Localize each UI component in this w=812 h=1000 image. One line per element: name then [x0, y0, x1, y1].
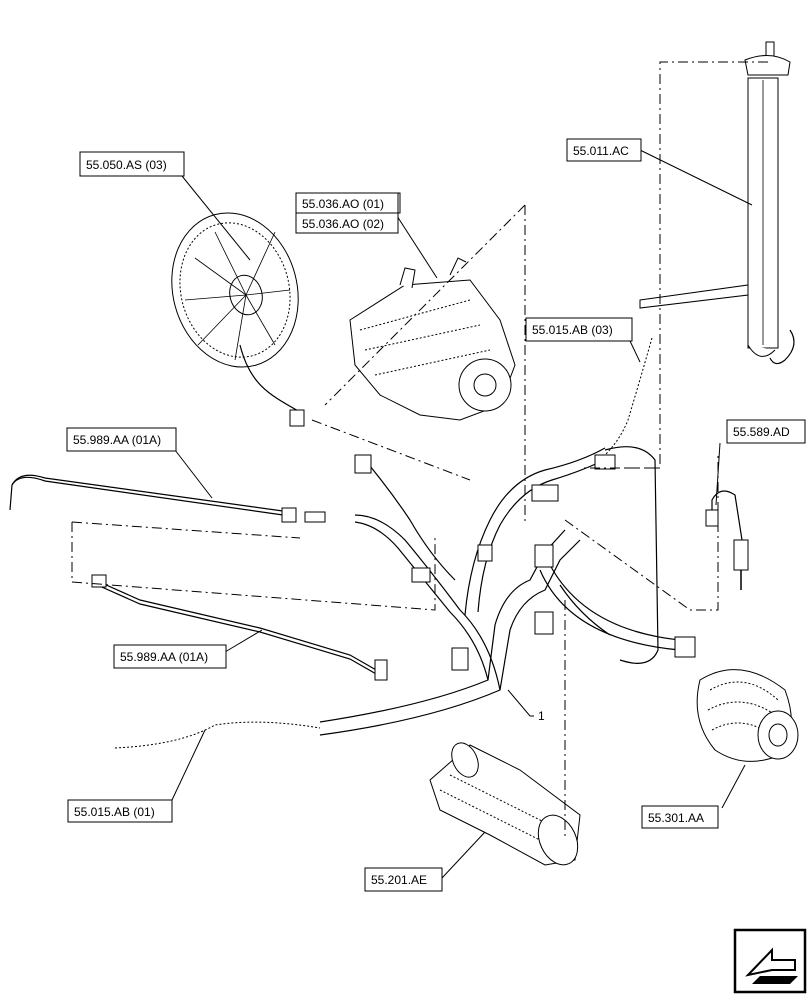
callout-starter-text: 55.201.AE — [371, 873, 427, 887]
callout-fan-text: 55.050.AS (03) — [86, 158, 167, 172]
callout-compressor-02[interactable]: 55.036.AO (02) — [296, 212, 398, 231]
fan-assembly — [171, 212, 301, 413]
callout-harness-branch-01[interactable]: 55.015.AB (01) — [67, 729, 206, 823]
callout-alternator-text: 55.301.AA — [648, 811, 704, 825]
callout-fan[interactable]: 55.050.AS (03) — [79, 151, 251, 261]
callout-sensor-upper-text: 55.989.AA (01A) — [73, 433, 161, 447]
callout-alternator[interactable]: 55.301.AA — [641, 764, 746, 829]
callout-starter[interactable]: 55.201.AE — [364, 831, 486, 892]
harness-branch-03-line — [604, 337, 653, 456]
fuel-level-sender — [639, 41, 795, 365]
callout-harness-branch-01-text: 55.015.AB (01) — [74, 805, 155, 819]
callout-fuel-sender[interactable]: 55.011.AC — [566, 138, 753, 206]
callout-sensor-lower[interactable]: 55.989.AA (01A) — [113, 629, 263, 669]
starter-motor — [429, 742, 581, 866]
callout-item-1[interactable]: 1 — [507, 689, 545, 723]
callout-sensor-upper[interactable]: 55.989.AA (01A) — [66, 427, 213, 499]
main-wiring-harness — [289, 409, 696, 736]
callout-sensor-lower-text: 55.989.AA (01A) — [120, 650, 208, 664]
alternator — [696, 669, 799, 762]
harness-branch-01-line — [114, 721, 321, 749]
sensor-lead-upper — [9, 474, 326, 523]
callout-temp-sensor-text: 55.589.AD — [733, 425, 790, 439]
callout-harness-branch-03[interactable]: 55.015.AB (03) — [525, 317, 641, 363]
alignment-lines — [71, 61, 768, 840]
callout-compressor-01[interactable]: 55.036.AO (01) — [295, 192, 438, 279]
callout-compressor-01-text: 55.036.AO (01) — [302, 197, 384, 211]
callout-item-1-text: 1 — [538, 709, 545, 723]
callout-compressor-02-text: 55.036.AO (02) — [302, 217, 384, 231]
next-page-arrow-icon[interactable] — [733, 928, 807, 994]
temperature-sensor — [705, 490, 749, 590]
ac-compressor — [349, 257, 516, 421]
callout-harness-branch-03-text: 55.015.AB (03) — [532, 323, 613, 337]
sensor-lead-lower — [91, 574, 388, 681]
callout-fuel-sender-text: 55.011.AC — [573, 144, 629, 158]
callout-temp-sensor[interactable]: 55.589.AD — [715, 419, 806, 506]
